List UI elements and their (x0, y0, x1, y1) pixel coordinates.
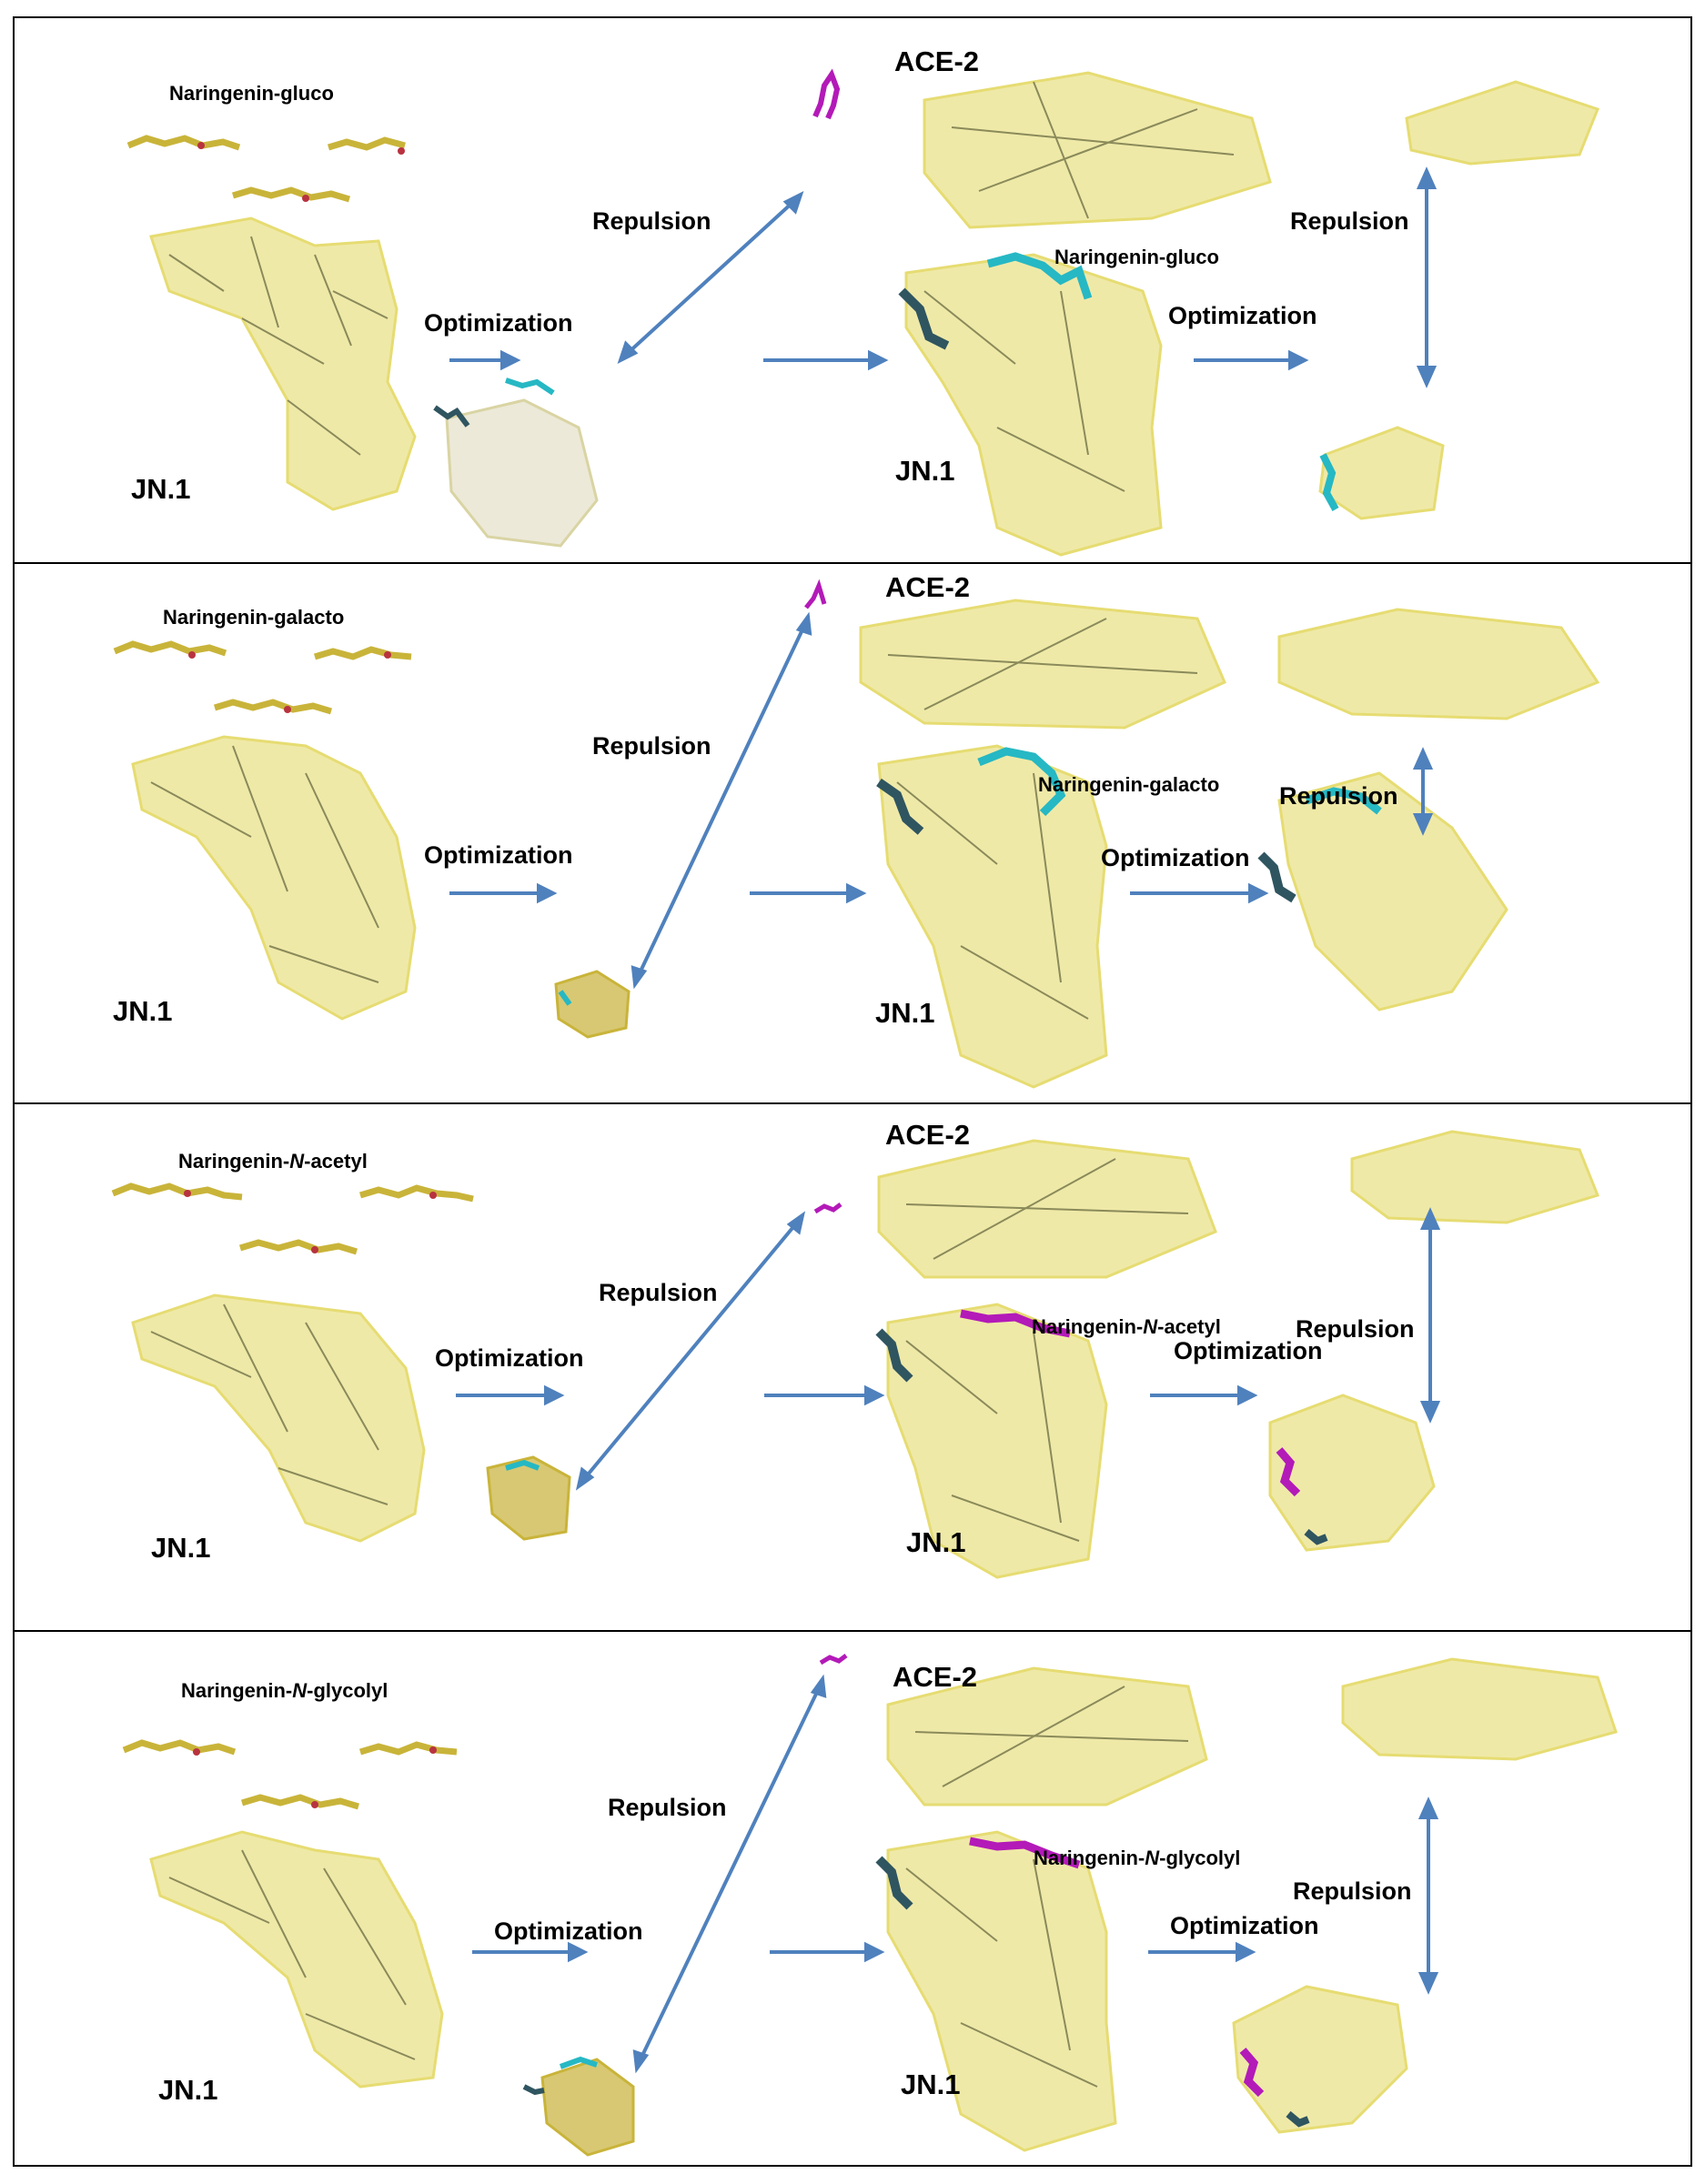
ace2-protein-small-magenta (821, 1656, 846, 1663)
optimized-complex-small (488, 1457, 570, 1539)
receptor-label: ACE-2 (885, 571, 970, 604)
panel-n-glycolyl: ACE-2 Naringenin-N-glycolyl Naringenin-N… (13, 1630, 1692, 2167)
repulsion-label: Repulsion (1296, 1315, 1415, 1344)
repulsion-label: Repulsion (599, 1279, 718, 1307)
panel-3-art (15, 1104, 1692, 1632)
variant-label: JN.1 (895, 455, 954, 488)
variant-label: JN.1 (131, 473, 190, 506)
variant-label: JN.1 (906, 1526, 965, 1559)
optimized-complex-small (435, 380, 597, 546)
ace2-protein (924, 73, 1270, 227)
repulsion-label: Repulsion (1290, 207, 1409, 236)
ace2-protein-small-magenta (815, 75, 837, 118)
complex-right (1320, 428, 1443, 518)
ligand-molecule-group (115, 644, 411, 713)
ace2-protein-right (1343, 1659, 1616, 1759)
repulsion-label: Repulsion (1279, 782, 1398, 810)
ligand-prefix: Naringenin- (1034, 1847, 1145, 1869)
ligand-prefix: Naringenin- (1038, 773, 1149, 796)
receptor-label: ACE-2 (894, 45, 979, 78)
optimization-label: Optimization (494, 1917, 643, 1946)
ligand-molecule-group (128, 138, 405, 202)
repulsion-label: Repulsion (1293, 1877, 1412, 1906)
jn1-protein-complex (879, 1832, 1115, 2150)
jn1-protein-complex (902, 255, 1161, 555)
variant-label: JN.1 (113, 995, 172, 1028)
optimization-label: Optimization (1168, 302, 1317, 330)
jn1-protein (133, 737, 415, 1019)
ligand-label-bound: Naringenin-gluco (1054, 246, 1219, 269)
ligand-suffix: -glycolyl (1159, 1847, 1240, 1869)
ligand-italic: N (1145, 1847, 1159, 1869)
panel-gluco: ACE-2 Naringenin-gluco Naringenin-gluco … (13, 16, 1692, 564)
ligand-molecule-group (113, 1186, 473, 1253)
ace2-protein (879, 1141, 1216, 1277)
ligand-molecule-group (124, 1743, 457, 1808)
optimization-label: Optimization (424, 841, 573, 870)
optimized-complex-small (556, 971, 629, 1037)
ace2-protein (861, 600, 1225, 728)
optimization-label: Optimization (435, 1344, 584, 1373)
ace2-protein-right (1279, 609, 1598, 719)
receptor-label: ACE-2 (893, 1661, 977, 1694)
ligand-suffix: -acetyl (304, 1150, 368, 1173)
ligand-label-top: Naringenin-N-acetyl (178, 1150, 368, 1173)
ligand-label-top: Naringenin-galacto (163, 606, 344, 629)
ligand-suffix: -glycolyl (307, 1679, 388, 1702)
variant-label: JN.1 (901, 2068, 960, 2101)
ligand-italic: N (1143, 1315, 1157, 1338)
panel-2-art (15, 564, 1692, 1104)
complex-right (1270, 1395, 1434, 1550)
ligand-prefix: Naringenin- (1054, 246, 1165, 268)
ace2-protein-small-magenta (815, 1204, 841, 1212)
ligand-italic: N (289, 1150, 304, 1173)
complex-right (1234, 1987, 1407, 2132)
ligand-suffix: -acetyl (1157, 1315, 1221, 1338)
optimized-complex-small (524, 2059, 633, 2155)
ligand-prefix: Naringenin- (169, 82, 280, 105)
ace2-protein-right (1352, 1132, 1598, 1223)
panel-4-art (15, 1632, 1692, 2167)
ligand-label-top: Naringenin-gluco (169, 82, 334, 106)
ligand-italic: N (292, 1679, 307, 1702)
ace2-protein-small-magenta (806, 586, 824, 608)
ligand-suffix: galacto (1149, 773, 1219, 796)
jn1-protein-complex (879, 746, 1106, 1087)
ace2-protein-right (1407, 82, 1598, 164)
ligand-prefix: Naringenin- (1032, 1315, 1143, 1338)
ligand-suffix: gluco (1165, 246, 1219, 268)
variant-label: JN.1 (151, 1532, 210, 1565)
ligand-label-bound: Naringenin-N-glycolyl (1034, 1847, 1240, 1870)
panel-galacto: ACE-2 Naringenin-galacto Naringenin-gala… (13, 562, 1692, 1104)
variant-label: JN.1 (158, 2074, 217, 2107)
panel-n-acetyl: ACE-2 Naringenin-N-acetyl Naringenin-N-a… (13, 1102, 1692, 1632)
ligand-suffix: gluco (280, 82, 334, 105)
repulsion-label: Repulsion (608, 1794, 727, 1822)
ligand-prefix: Naringenin- (181, 1679, 292, 1702)
ligand-label-bound: Naringenin-galacto (1038, 773, 1219, 797)
ligand-prefix: Naringenin- (163, 606, 274, 629)
ligand-suffix: galacto (274, 606, 344, 629)
optimization-label: Optimization (424, 309, 573, 337)
repulsion-label: Repulsion (592, 207, 711, 236)
variant-label: JN.1 (875, 997, 934, 1030)
optimization-label: Optimization (1101, 844, 1250, 872)
optimization-label: Optimization (1170, 1912, 1319, 1940)
jn1-protein (151, 1832, 442, 2087)
ligand-label-bound: Naringenin-N-acetyl (1032, 1315, 1221, 1339)
repulsion-label: Repulsion (592, 732, 711, 760)
ligand-prefix: Naringenin- (178, 1150, 289, 1173)
ligand-label-top: Naringenin-N-glycolyl (181, 1679, 388, 1703)
receptor-label: ACE-2 (885, 1119, 970, 1152)
jn1-protein (151, 218, 415, 509)
jn1-protein (133, 1295, 424, 1541)
